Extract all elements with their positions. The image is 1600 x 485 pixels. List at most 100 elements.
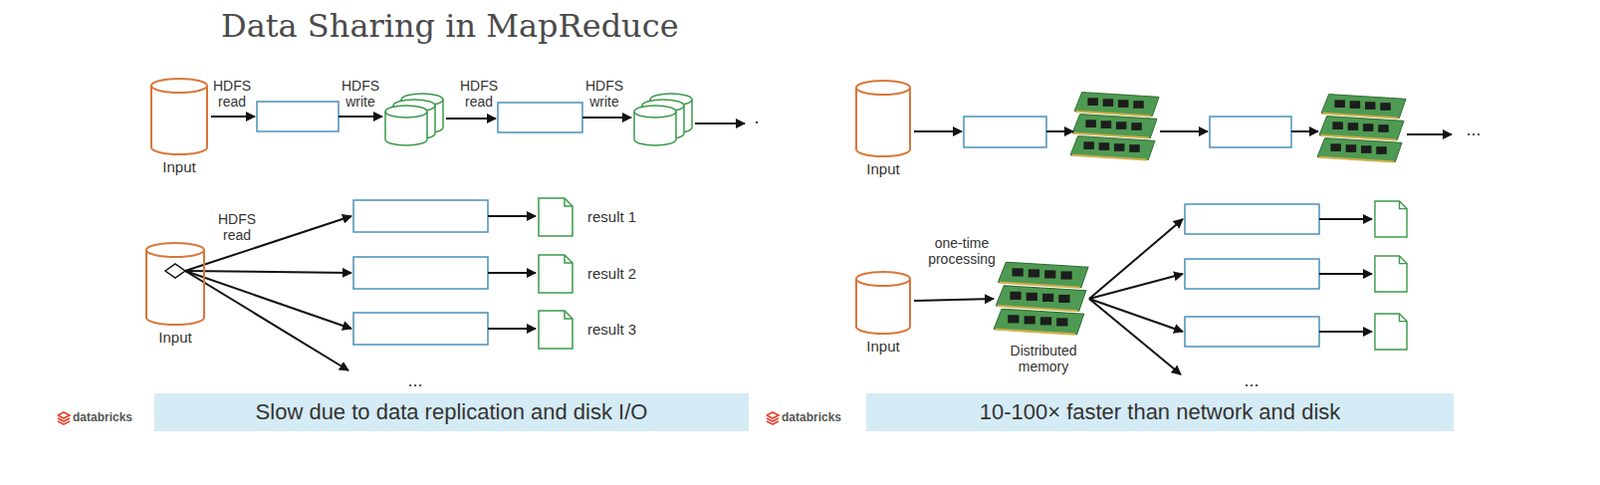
summary-band: Slow due to data replication and disk I/… xyxy=(154,393,749,432)
annotation: HDFS read xyxy=(214,211,260,243)
arrow xyxy=(487,215,536,218)
process-box xyxy=(353,312,488,345)
process-box xyxy=(256,101,339,132)
document-page xyxy=(538,198,573,236)
document-fold xyxy=(564,310,573,319)
process-box xyxy=(497,102,583,133)
store-label: Input xyxy=(158,327,192,348)
annotation: HDFS write xyxy=(581,77,628,110)
cylinder-body xyxy=(856,87,911,157)
arrow xyxy=(185,270,352,273)
arrow xyxy=(1046,130,1074,133)
summary-band: 10-100× faster than network and disk xyxy=(866,393,1454,432)
annotation: HDFS read xyxy=(209,77,255,110)
arrow xyxy=(914,298,994,301)
cylinder-top xyxy=(146,242,205,257)
arrow xyxy=(1089,219,1183,299)
arrow xyxy=(1319,330,1372,333)
arrow xyxy=(1319,272,1372,275)
memory-module xyxy=(1317,94,1406,164)
result-document xyxy=(1374,313,1407,350)
document-outline xyxy=(537,197,574,237)
document-outline xyxy=(537,253,574,294)
process-box xyxy=(963,116,1047,148)
arrow xyxy=(487,327,536,330)
process-box xyxy=(1184,258,1320,289)
logo-icon xyxy=(57,418,70,422)
logo-icon xyxy=(766,418,779,422)
cylinder-body xyxy=(856,278,911,334)
arrow xyxy=(185,270,349,371)
logo-icon xyxy=(766,412,779,419)
memory-module xyxy=(1070,92,1159,162)
result-document xyxy=(1374,255,1407,292)
arrow xyxy=(185,216,352,271)
disk-stack xyxy=(385,93,692,146)
logo-text: databricks xyxy=(72,410,133,425)
input-store: Input xyxy=(149,77,210,178)
result-document xyxy=(1374,201,1407,237)
arrow xyxy=(1089,298,1183,332)
memory-module xyxy=(993,261,1089,335)
input-store: Input xyxy=(854,79,913,180)
result-document xyxy=(1374,201,1407,350)
result-label: result 2 xyxy=(587,263,637,284)
document-page xyxy=(538,310,573,349)
arrow xyxy=(694,122,745,125)
document-outline xyxy=(537,309,574,350)
arrow xyxy=(446,117,496,120)
arrow xyxy=(1159,130,1208,133)
document-fold xyxy=(564,254,573,263)
arrow xyxy=(185,270,352,329)
arrow xyxy=(914,130,962,133)
process-box xyxy=(353,256,488,289)
cylinder-top xyxy=(151,78,208,93)
cylinder-outline xyxy=(149,77,210,156)
process-box xyxy=(1184,316,1320,347)
arrow xyxy=(1406,133,1452,136)
logo-icon xyxy=(57,421,70,425)
arrow xyxy=(338,115,383,118)
cylinder-body xyxy=(151,85,208,155)
arrow xyxy=(582,116,632,119)
arrow xyxy=(1319,218,1372,221)
result-label: result 1 xyxy=(587,207,637,228)
annotation: . xyxy=(749,105,764,129)
cylinder-body xyxy=(146,249,205,325)
input-store: Input xyxy=(144,241,207,348)
document-fold xyxy=(564,198,573,207)
cylinder-outline xyxy=(854,270,913,335)
document-page xyxy=(538,254,573,293)
process-box xyxy=(1209,116,1292,148)
disk-stack xyxy=(634,93,692,146)
memory-module xyxy=(993,92,1406,336)
result-document: result 1 xyxy=(537,197,641,237)
logo-icon xyxy=(57,412,70,419)
arrow xyxy=(211,115,255,118)
disk-stack xyxy=(385,93,444,146)
annotation: Distributed memory xyxy=(1001,342,1086,375)
arrow xyxy=(185,116,1452,375)
annotation: one-time processing xyxy=(916,234,1007,267)
logo-icon xyxy=(766,421,779,425)
result-document: result 3 xyxy=(537,309,641,350)
diagram-title: Data Sharing in MapReduce xyxy=(221,5,680,46)
annotation: HDFS write xyxy=(337,77,384,110)
process-box xyxy=(353,200,488,232)
process-box xyxy=(1184,204,1320,234)
result-document: result 2 xyxy=(537,253,641,294)
logo-text: databricks xyxy=(781,410,842,425)
cylinder-outline xyxy=(144,241,207,326)
band-text: Slow due to data replication and disk I/… xyxy=(255,398,649,427)
cylinder-top xyxy=(856,80,911,95)
annotation: ... xyxy=(1231,370,1272,392)
store-label: Input xyxy=(162,157,196,178)
result-label: result 3 xyxy=(587,319,637,340)
annotation: ... xyxy=(395,370,436,392)
arrow xyxy=(1089,298,1181,375)
cylinder-outline xyxy=(854,79,913,158)
band-text: 10-100× faster than network and disk xyxy=(979,398,1342,427)
annotation: HDFS read xyxy=(456,77,502,110)
store-label: Input xyxy=(866,336,900,357)
